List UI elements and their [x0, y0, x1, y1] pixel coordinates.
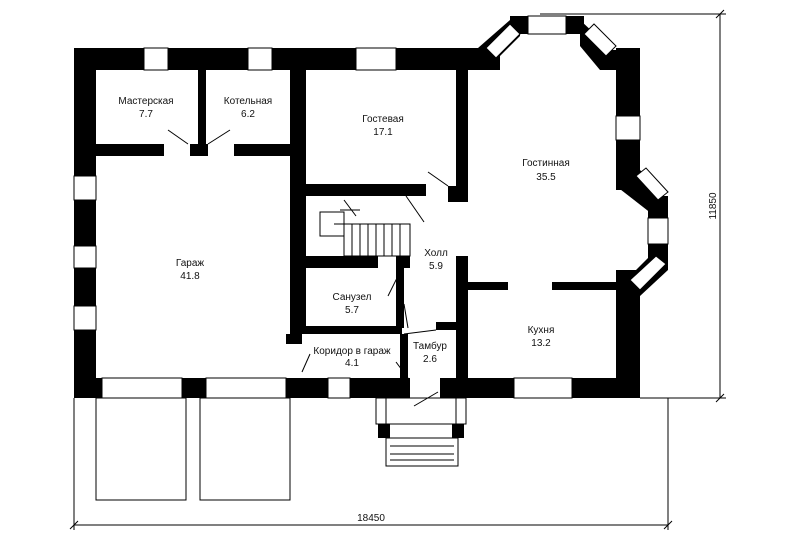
- room-gostevaya-name: Гостевая: [362, 114, 404, 125]
- room-holl-name: Холл: [424, 248, 448, 259]
- dimension-height: 11850: [708, 192, 719, 220]
- windows: [73, 15, 669, 399]
- room-koridor-name: Коридор в гараж: [313, 346, 390, 357]
- garage-door-outlines: [95, 397, 291, 501]
- room-garazh-name: Гараж: [176, 258, 205, 269]
- room-gostevaya-area: 17.1: [373, 127, 393, 138]
- dimension-lines: [69, 9, 726, 530]
- porch: [375, 397, 467, 467]
- stairs: [319, 195, 425, 257]
- dimension-width: 18450: [357, 513, 385, 524]
- room-koridor-area: 4.1: [345, 358, 359, 369]
- room-masterskaya-area: 7.7: [139, 109, 153, 120]
- room-gostinnaya-area: 35.5: [536, 172, 556, 183]
- room-garazh-area: 41.8: [180, 271, 200, 282]
- exterior-walls: [74, 16, 668, 398]
- room-tambur-area: 2.6: [423, 354, 437, 365]
- interior-walls: [96, 66, 616, 378]
- room-kotelnaya-name: Котельная: [224, 96, 272, 107]
- room-kotelnaya-area: 6.2: [241, 109, 255, 120]
- room-masterskaya-name: Мастерская: [118, 96, 173, 107]
- room-sanuzel-area: 5.7: [345, 305, 359, 316]
- room-sanuzel-name: Санузел: [333, 292, 372, 303]
- room-kuhnya-name: Кухня: [528, 325, 555, 336]
- room-tambur-name: Тамбур: [413, 340, 447, 352]
- door-swings: [167, 129, 449, 407]
- room-holl-area: 5.9: [429, 261, 443, 272]
- room-kuhnya-area: 13.2: [531, 338, 551, 349]
- room-gostinnaya-name: Гостинная: [522, 158, 570, 169]
